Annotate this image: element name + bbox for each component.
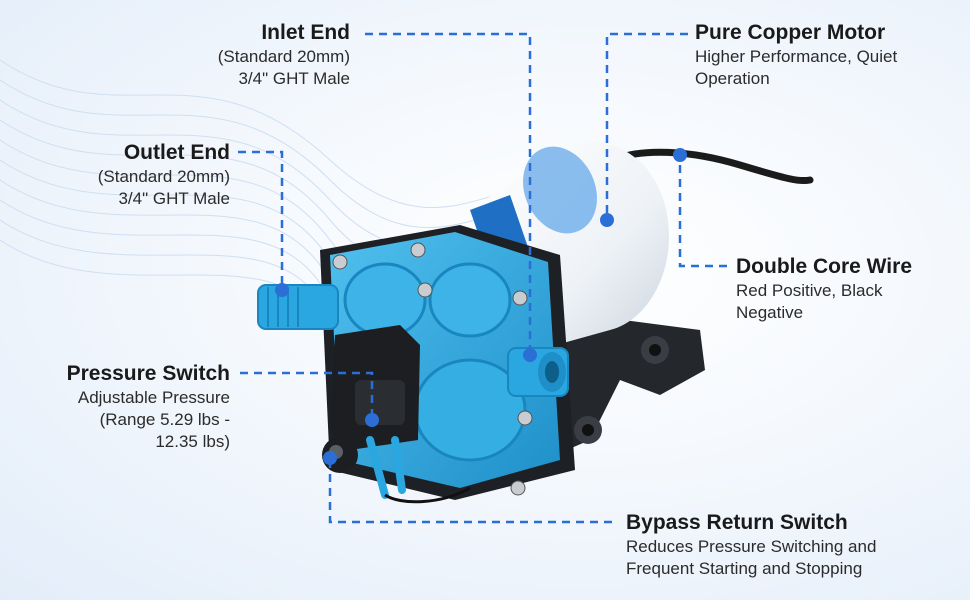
- outlet-end-desc-1: (Standard 20mm): [97, 167, 230, 186]
- callout-pure-copper-motor: Pure Copper Motor Higher Performance, Qu…: [695, 20, 955, 90]
- leader-dot-inlet: [523, 348, 537, 362]
- callout-bypass-return-switch: Bypass Return Switch Reduces Pressure Sw…: [626, 510, 956, 580]
- wire-desc-2: Negative: [736, 303, 804, 322]
- callout-inlet-end: Inlet End (Standard 20mm) 3/4" GHT Male: [150, 20, 350, 90]
- outlet-end-title: Outlet End: [123, 141, 230, 164]
- motor-desc-2: Operation: [695, 69, 770, 88]
- leader-inlet: [365, 32, 532, 355]
- pressure-switch-desc-3: 12.35 lbs): [155, 432, 230, 451]
- inlet-end-desc-2: 3/4" GHT Male: [238, 69, 350, 88]
- power-cord: [611, 148, 814, 185]
- inlet-end-desc-1: (Standard 20mm): [217, 47, 350, 66]
- outlet-port: [257, 284, 339, 330]
- pressure-switch-title: Pressure Switch: [66, 362, 230, 385]
- pressure-switch-desc-2: (Range 5.29 lbs -: [99, 410, 230, 429]
- wire-desc-1: Red Positive, Black: [736, 281, 883, 300]
- leader-dot-motor: [600, 213, 614, 227]
- leader-bypass: [328, 458, 612, 524]
- bypass-desc-2: Frequent Starting and Stopping: [626, 559, 863, 578]
- leader-wire: [678, 155, 727, 268]
- inlet-end-title: Inlet End: [261, 21, 350, 44]
- callout-pressure-switch: Pressure Switch Adjustable Pressure (Ran…: [20, 361, 230, 453]
- inlet-port: [507, 347, 569, 397]
- leader-dot-wire: [673, 148, 687, 162]
- pressure-switch-desc-1: Adjustable Pressure: [77, 388, 230, 407]
- callout-outlet-end: Outlet End (Standard 20mm) 3/4" GHT Male: [30, 140, 230, 210]
- leader-dot-bypass: [323, 451, 337, 465]
- pressure-switch-unit: [322, 325, 471, 504]
- bypass-title: Bypass Return Switch: [626, 511, 848, 534]
- leader-dot-outlet: [275, 283, 289, 297]
- callout-double-core-wire: Double Core Wire Red Positive, Black Neg…: [736, 254, 966, 324]
- leader-outlet: [238, 150, 284, 290]
- motor-desc-1: Higher Performance, Quiet: [695, 47, 898, 66]
- bypass-desc-1: Reduces Pressure Switching and: [626, 537, 877, 556]
- outlet-end-desc-2: 3/4" GHT Male: [118, 189, 230, 208]
- wire-title: Double Core Wire: [736, 255, 912, 278]
- leader-dot-pressure: [365, 413, 379, 427]
- leader-pressure: [240, 371, 374, 420]
- motor-title: Pure Copper Motor: [695, 21, 886, 44]
